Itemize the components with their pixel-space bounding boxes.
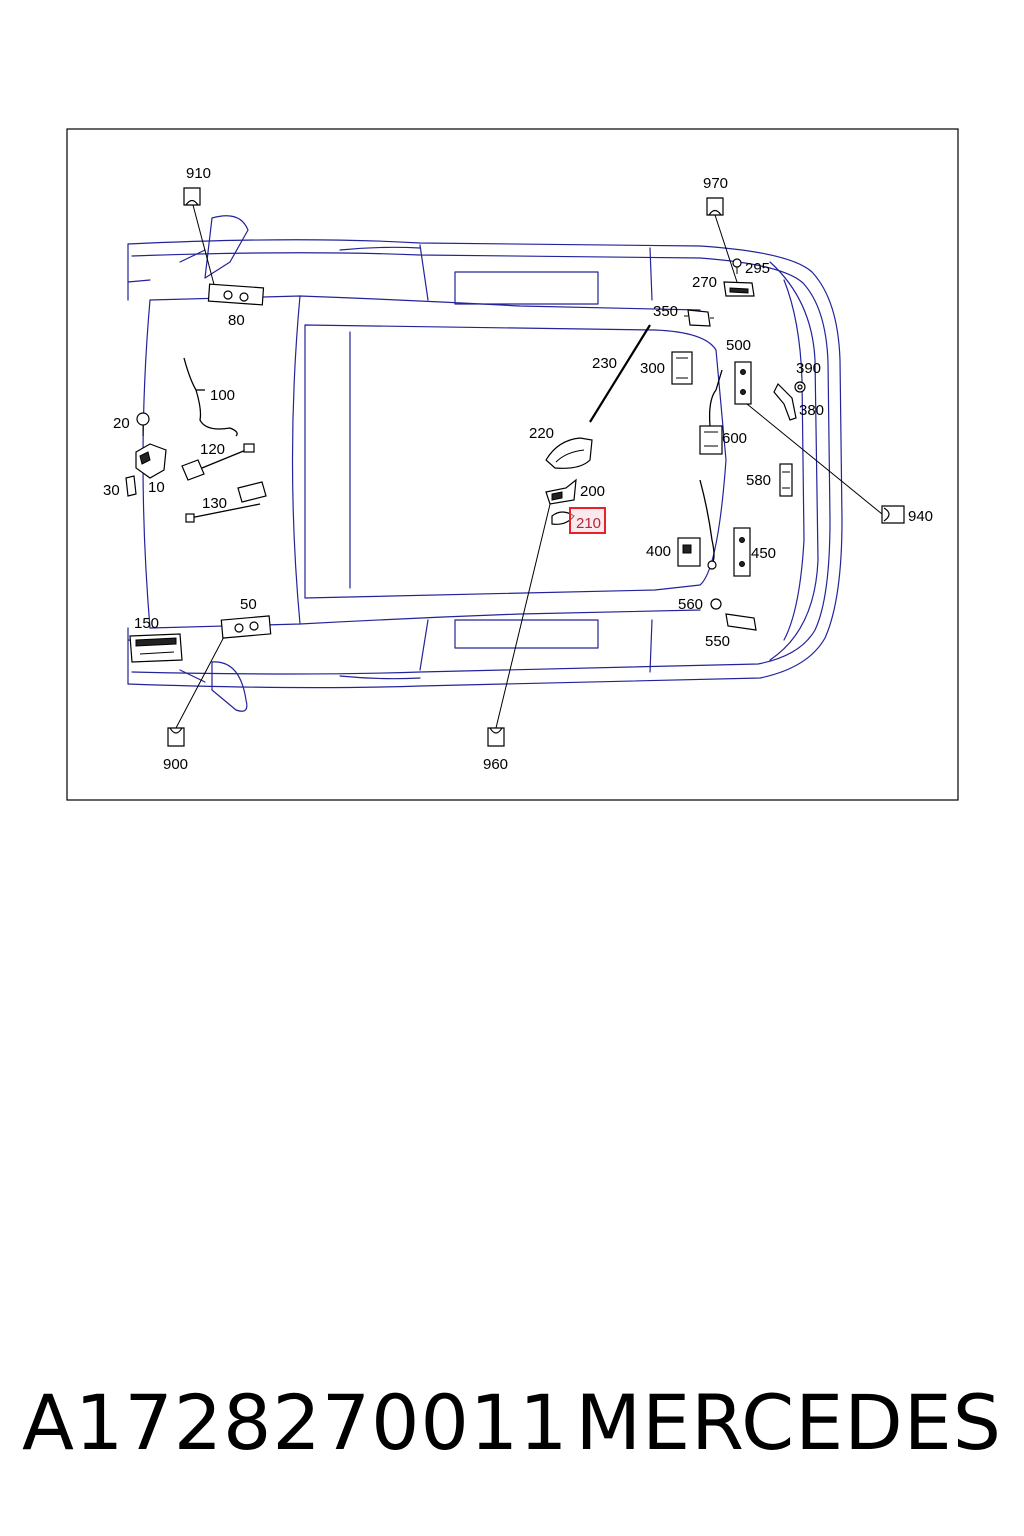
part-560-icon	[710, 598, 722, 610]
part-20-icon	[136, 412, 150, 436]
part-150-icon	[129, 633, 183, 663]
callout-600: 600	[722, 430, 747, 447]
part-10-icon	[135, 443, 167, 479]
callout-300: 300	[640, 360, 665, 377]
callout-500: 500	[726, 337, 751, 354]
part-300-icon	[671, 351, 693, 385]
callout-210: 210	[576, 515, 601, 532]
highlight-box	[569, 507, 606, 534]
connector-970-icon	[706, 197, 724, 216]
part-380-icon	[773, 382, 797, 421]
part-390-icon	[794, 381, 806, 393]
caption: A1728270011 MERCEDES	[0, 1372, 1024, 1472]
callout-100: 100	[210, 387, 235, 404]
part-50-icon	[220, 615, 272, 639]
callout-30: 30	[103, 482, 120, 499]
part-270-icon	[723, 281, 755, 297]
callout-960: 960	[483, 756, 508, 773]
part-400-icon	[677, 479, 717, 570]
part-580-icon	[779, 463, 793, 497]
part-number: A1728270011	[22, 1377, 569, 1467]
callout-580: 580	[746, 472, 771, 489]
part-80-icon	[207, 283, 265, 306]
leader-lines	[175, 204, 883, 729]
part-200-icon	[545, 478, 577, 505]
callout-400: 400	[646, 543, 671, 560]
callout-390: 390	[796, 360, 821, 377]
part-295-icon	[732, 258, 742, 274]
car-outline	[127, 215, 843, 712]
part-100-icon	[183, 357, 238, 437]
part-230-icon	[589, 324, 651, 423]
callout-80: 80	[228, 312, 245, 329]
connector-910-icon	[183, 187, 201, 206]
diagram-frame	[66, 128, 959, 801]
part-450-icon	[733, 527, 751, 577]
part-500-icon	[734, 361, 752, 405]
callout-550: 550	[705, 633, 730, 650]
part-550-icon	[725, 613, 757, 631]
callout-940: 940	[908, 508, 933, 525]
callout-200: 200	[580, 483, 605, 500]
callout-220: 220	[529, 425, 554, 442]
part-130-icon	[185, 481, 267, 523]
parts-diagram: 910 970 295 270 80 350 230 300 500 390 3…	[66, 128, 959, 801]
callout-10: 10	[148, 479, 165, 496]
callout-350: 350	[653, 303, 678, 320]
part-350-icon	[684, 309, 714, 327]
callout-130: 130	[202, 495, 227, 512]
callout-150: 150	[134, 615, 159, 632]
callout-120: 120	[200, 441, 225, 458]
brand-name: MERCEDES	[575, 1377, 1002, 1467]
connector-960-icon	[487, 727, 505, 747]
callout-230: 230	[592, 355, 617, 372]
part-120-icon	[181, 443, 255, 481]
callout-900: 900	[163, 756, 188, 773]
callout-270: 270	[692, 274, 717, 291]
part-220-icon	[545, 437, 593, 469]
callout-20: 20	[113, 415, 130, 432]
part-600-icon	[699, 369, 723, 455]
part-30-icon	[125, 475, 137, 497]
callout-295: 295	[745, 260, 770, 277]
callout-970: 970	[703, 175, 728, 192]
callout-910: 910	[186, 165, 211, 182]
connector-900-icon	[167, 727, 185, 747]
callout-450: 450	[751, 545, 776, 562]
callout-380: 380	[799, 402, 824, 419]
callout-560: 560	[678, 596, 703, 613]
callout-50: 50	[240, 596, 257, 613]
connector-940-icon	[881, 505, 905, 524]
